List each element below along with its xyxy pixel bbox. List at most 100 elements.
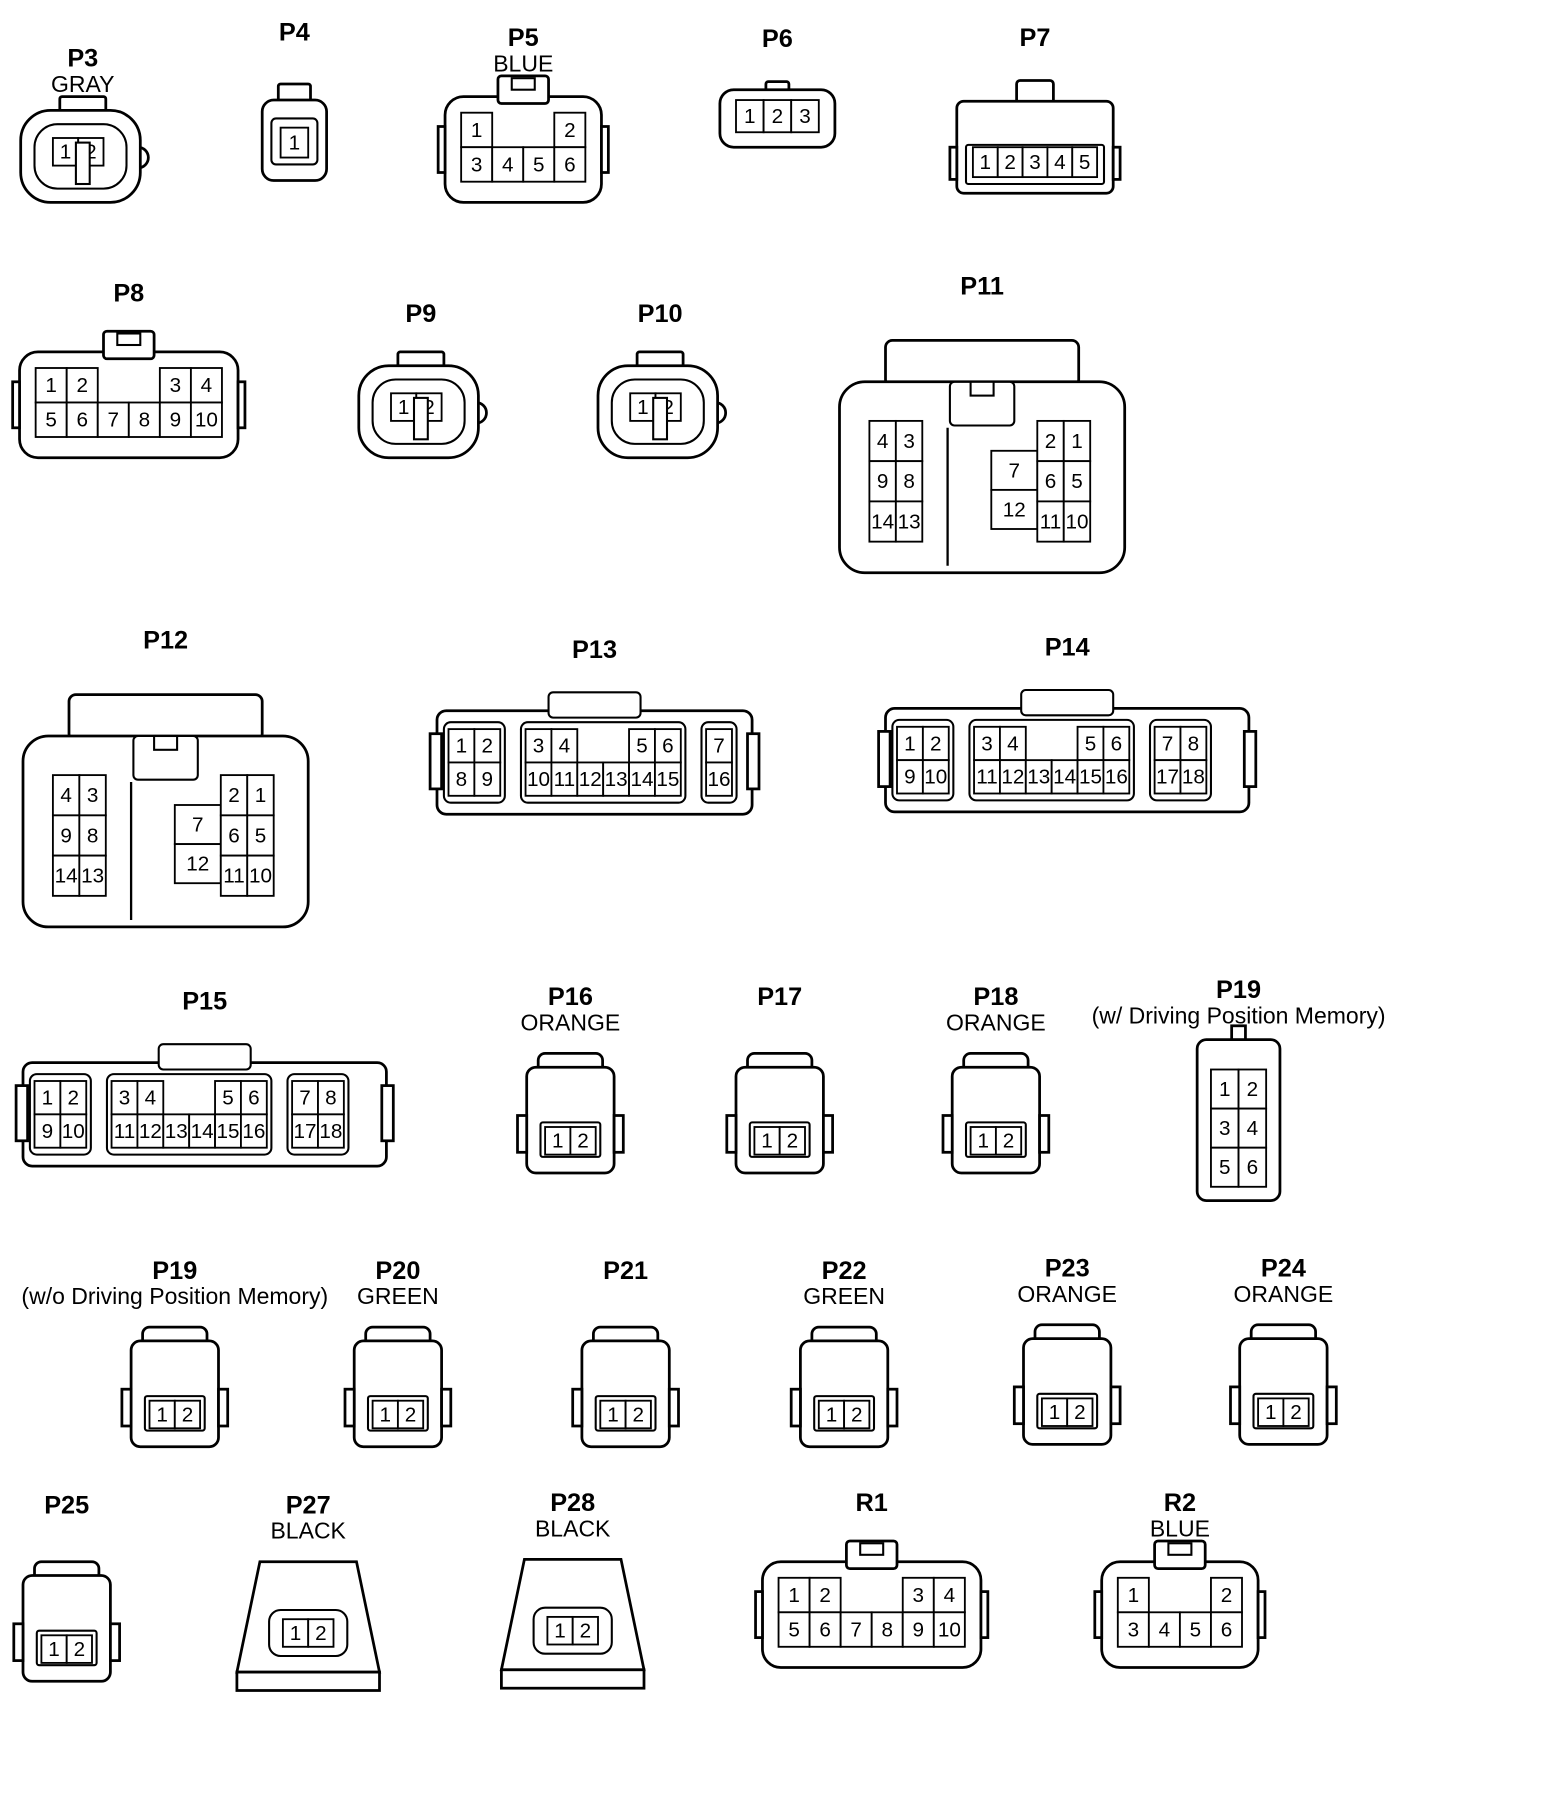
pin-number: 10 — [527, 768, 550, 791]
pin-number: 17 — [294, 1120, 317, 1143]
pin-number: 2 — [74, 1638, 86, 1661]
connector-name: P13 — [572, 636, 617, 664]
pin-number: 8 — [325, 1087, 337, 1110]
pin-cell — [158, 401, 192, 438]
connector-p4: P41 — [260, 18, 328, 182]
pin-number: 6 — [1111, 732, 1123, 755]
pin-cell — [189, 401, 223, 438]
pin-cell — [921, 759, 950, 795]
connector-outline — [746, 732, 761, 791]
pin-number: 13 — [605, 768, 628, 791]
pin-number: 1 — [1071, 430, 1083, 453]
connector-color-label: (w/ Driving Position Memory) — [1092, 1003, 1386, 1029]
pin-cell — [1147, 1611, 1181, 1648]
connector-outline — [822, 1114, 834, 1154]
pin-number: 3 — [981, 732, 993, 755]
connector-outline — [571, 1387, 584, 1428]
pin-number: 6 — [228, 824, 240, 847]
connector-outline — [516, 1114, 529, 1154]
pin-cell — [524, 761, 553, 797]
pin-cell — [999, 759, 1027, 795]
pin-cell — [544, 1126, 572, 1156]
pin-cell — [1062, 460, 1092, 503]
pin-cell — [932, 1576, 966, 1614]
pin-number: 2 — [423, 396, 435, 419]
pin-number: 1 — [471, 119, 483, 142]
connector-outline — [1242, 730, 1258, 788]
pin-cell — [896, 725, 924, 762]
pin-cell — [136, 1080, 165, 1116]
pin-cell — [843, 1399, 871, 1430]
pin-number: 5 — [1071, 470, 1083, 493]
pin-number: 2 — [772, 105, 784, 128]
pin-cell — [1116, 1576, 1150, 1614]
connector-name: P5 — [508, 24, 539, 52]
connector-name: P4 — [279, 18, 310, 46]
connector-name: P21 — [603, 1257, 648, 1285]
pin-cell — [1178, 1611, 1212, 1648]
connector-outline — [948, 145, 959, 181]
pin-number: 2 — [482, 735, 494, 758]
pin-number: 16 — [708, 768, 731, 791]
pin-cell — [705, 761, 733, 797]
latch — [74, 141, 91, 186]
pin-cell — [78, 814, 107, 857]
pin-number: 3 — [533, 735, 545, 758]
connector-name: P28 — [550, 1489, 595, 1517]
pin-number: 1 — [607, 1403, 619, 1426]
pin-number: 7 — [192, 813, 204, 836]
pin-number: 2 — [76, 374, 88, 397]
connector-outline — [1111, 145, 1122, 181]
pin-cell — [491, 146, 525, 183]
pin-cell — [396, 1399, 425, 1430]
connector-outline — [67, 693, 264, 742]
pin-cell — [901, 1576, 935, 1614]
connector-name: P17 — [757, 983, 802, 1011]
pin-cell — [1237, 1107, 1268, 1149]
pin-number: 5 — [1079, 151, 1091, 174]
pin-cell — [1282, 1397, 1310, 1427]
pin-cell — [34, 401, 68, 438]
pin-number: 1 — [761, 1130, 773, 1153]
connector-outline — [1325, 1385, 1338, 1426]
pin-number: 4 — [1159, 1618, 1171, 1641]
pin-number: 11 — [976, 766, 997, 789]
pin-number: 16 — [242, 1120, 265, 1143]
pin-number: 4 — [559, 735, 571, 758]
pin-cell — [550, 728, 579, 764]
connector-outline — [941, 1114, 954, 1154]
pin-number: 1 — [1049, 1401, 1061, 1424]
pin-cell — [1179, 759, 1208, 795]
pin-number: 12 — [1001, 766, 1024, 789]
pin-number: 9 — [877, 470, 889, 493]
connector-outline — [120, 1387, 133, 1428]
pin-number: 10 — [195, 409, 218, 432]
connector-outline — [109, 1622, 121, 1662]
connector-name: P10 — [638, 300, 683, 328]
pin-number: 7 — [850, 1618, 862, 1641]
pin-cell — [894, 419, 924, 463]
pin-cell — [173, 1399, 202, 1430]
connector-outline — [667, 1387, 680, 1428]
pin-cell — [1102, 759, 1131, 795]
connector-name: P7 — [1020, 24, 1051, 52]
connector-outline — [547, 691, 642, 719]
latch — [412, 396, 429, 441]
connector-color-label: ORANGE — [521, 1009, 621, 1035]
pin-number: 6 — [1247, 1156, 1259, 1179]
pin-number: 3 — [119, 1087, 131, 1110]
pin-cell — [371, 1399, 399, 1430]
pin-number: 7 — [108, 409, 120, 432]
pin-number: 16 — [1105, 766, 1128, 789]
pin-number: 7 — [1162, 732, 1174, 755]
pin-cell — [1071, 146, 1099, 179]
